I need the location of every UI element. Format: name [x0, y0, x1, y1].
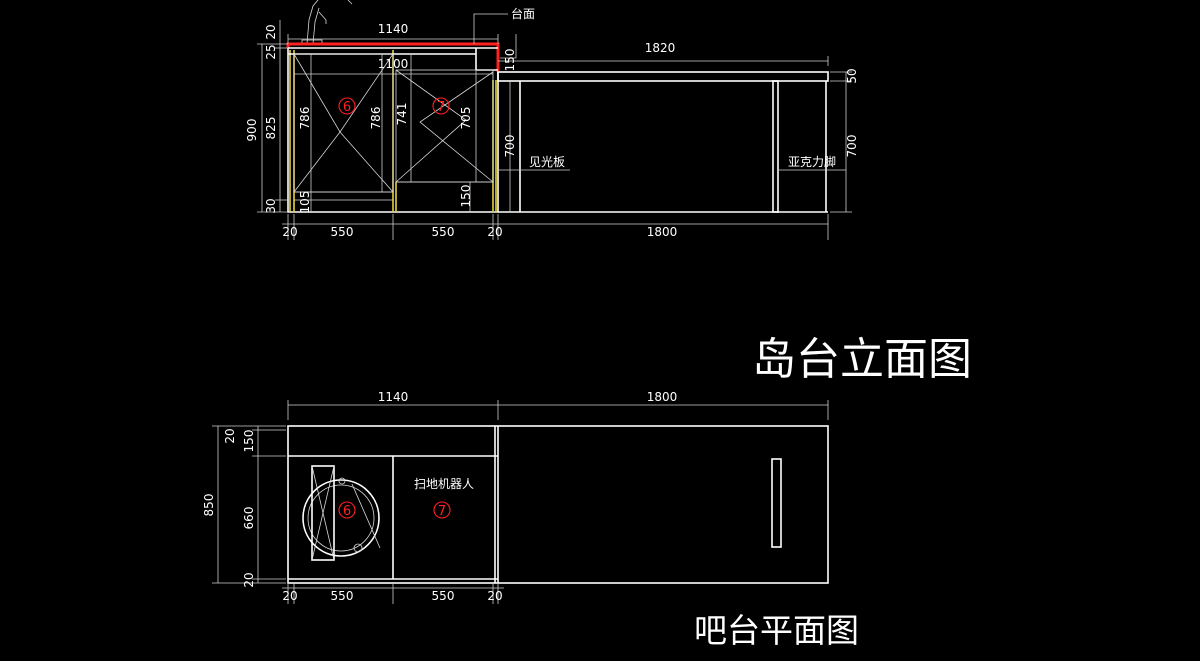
- dim-1820: 1820: [645, 41, 676, 55]
- bar-plan: 6 7 扫地机器人 1140 1800 850 20 150 660 20: [202, 390, 829, 604]
- dim-bottom-550a: 550: [331, 225, 354, 239]
- dim-105: 105: [298, 191, 312, 214]
- dim-900: 900: [245, 119, 259, 142]
- dim-bottom-1800: 1800: [647, 225, 678, 239]
- plan-dim-1800: 1800: [647, 390, 678, 404]
- plan-dim-1140: 1140: [378, 390, 409, 404]
- plan-leg-slot: [771, 458, 782, 548]
- dim-bottom-20b: 20: [487, 225, 502, 239]
- plan-dim-bottom-550a: 550: [331, 589, 354, 603]
- svg-text:6: 6: [343, 504, 351, 519]
- dim-825: 825: [264, 117, 278, 140]
- label-panel: 见光板: [529, 155, 565, 169]
- plan-dim-bottom-20a: 20: [282, 589, 297, 603]
- dim-bottom-20a: 20: [282, 225, 297, 239]
- plan-dim-150: 150: [242, 430, 256, 453]
- plan-dim-850: 850: [202, 494, 216, 517]
- dim-50: 50: [845, 68, 859, 83]
- marker-7: 7: [432, 97, 450, 115]
- dim-741: 741: [395, 103, 409, 126]
- title-elevation: 岛台立面图: [752, 334, 972, 385]
- label-acrylic-leg: 亚克力脚: [788, 154, 836, 169]
- label-countertop: 台面: [511, 6, 535, 21]
- plan-dim-20-top: 20: [223, 428, 237, 443]
- plan-dim-20-bottom: 20: [242, 572, 256, 587]
- dim-1100: 1100: [378, 57, 409, 71]
- sink-icon: [302, 465, 381, 561]
- plan-marker-6: 6: [338, 501, 356, 519]
- acrylic-leg: [772, 80, 779, 213]
- dim-700-leg: 700: [845, 135, 859, 158]
- island-elevation: 6 7 1140 1100 1820 台面 900 20 25 825 30: [245, 0, 859, 240]
- countertop-outline: [286, 42, 500, 72]
- dim-bottom-550b: 550: [432, 225, 455, 239]
- dim-1140: 1140: [378, 22, 409, 36]
- dim-700-side: 700: [503, 135, 517, 158]
- svg-text:7: 7: [438, 504, 446, 519]
- dim-20-top: 20: [264, 24, 278, 39]
- title-plan: 吧台平面图: [694, 611, 859, 650]
- plan-marker-7: 7: [433, 501, 451, 519]
- plan-dim-bottom-550b: 550: [432, 589, 455, 603]
- faucet-icon: [301, 0, 353, 46]
- dim-786-left: 786: [298, 107, 312, 130]
- svg-text:6: 6: [343, 100, 351, 115]
- dim-30: 30: [264, 198, 278, 213]
- dim-786-mid: 786: [369, 107, 383, 130]
- dim-25: 25: [264, 44, 278, 59]
- plan-dim-bottom-20b: 20: [487, 589, 502, 603]
- svg-text:7: 7: [437, 100, 445, 115]
- bar-counter: [497, 71, 829, 82]
- label-robot: 扫地机器人: [414, 477, 474, 491]
- marker-6: 6: [338, 97, 356, 115]
- plan-outline: [287, 425, 829, 584]
- dim-150-bottom: 150: [459, 185, 473, 208]
- plan-dim-660: 660: [242, 507, 256, 530]
- dim-150-step: 150: [503, 49, 517, 72]
- dim-705: 705: [459, 107, 473, 130]
